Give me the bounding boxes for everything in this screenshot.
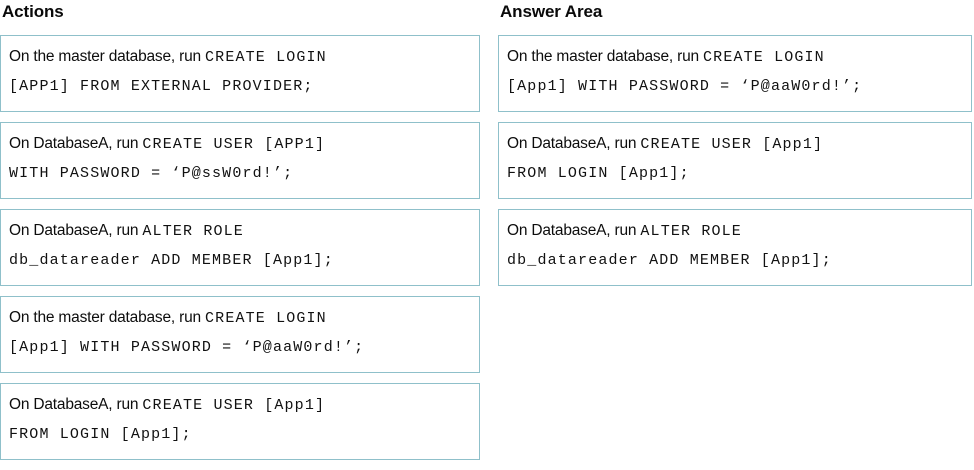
instruction-text: On the master database, run xyxy=(9,48,206,65)
drag-drop-question-page: Actions On the master database, run CREA… xyxy=(0,0,974,460)
sql-code-text: CREATE LOGIN xyxy=(703,49,825,66)
answer-card-alter-role-db-datareader[interactable]: On DatabaseA, run ALTER ROLE db_datareade… xyxy=(498,209,972,286)
sql-code-text: db_datareader ADD MEMBER [App1]; xyxy=(507,252,832,269)
card-line: [App1] WITH PASSWORD = ‘P@aaW0rd!’; xyxy=(507,74,965,103)
sql-code-text: WITH PASSWORD = ‘P@ssW0rd!’; xyxy=(9,165,294,182)
answer-card-create-user-from-login[interactable]: On DatabaseA, run CREATE USER [App1] FROM… xyxy=(498,122,972,199)
card-line: db_datareader ADD MEMBER [App1]; xyxy=(9,248,473,277)
sql-code-text: CREATE USER [App1] xyxy=(142,397,326,414)
sql-code-text: [App1] WITH PASSWORD = ‘P@aaW0rd!’; xyxy=(9,339,365,356)
card-line: On DatabaseA, run CREATE USER [App1] xyxy=(9,392,473,422)
sql-code-text: [App1] WITH PASSWORD = ‘P@aaW0rd!’; xyxy=(507,78,863,95)
answer-area-heading: Answer Area xyxy=(500,2,603,21)
actions-card-list: On the master database, run CREATE LOGIN… xyxy=(0,35,482,460)
card-line: db_datareader ADD MEMBER [App1]; xyxy=(507,248,965,277)
card-line: On DatabaseA, run CREATE USER [App1] xyxy=(507,131,965,161)
action-card-create-user-with-password[interactable]: On DatabaseA, run CREATE USER [APP1] WITH… xyxy=(0,122,480,199)
card-line: FROM LOGIN [App1]; xyxy=(507,161,965,190)
instruction-text: On DatabaseA, run xyxy=(9,222,143,239)
card-line: On DatabaseA, run ALTER ROLE xyxy=(9,218,473,248)
instruction-text: On DatabaseA, run xyxy=(9,135,143,152)
action-card-alter-role-db-datareader[interactable]: On DatabaseA, run ALTER ROLE db_datareade… xyxy=(0,209,480,286)
card-line: [APP1] FROM EXTERNAL PROVIDER; xyxy=(9,74,473,103)
sql-code-text: [APP1] FROM EXTERNAL PROVIDER; xyxy=(9,78,314,95)
instruction-text: On DatabaseA, run xyxy=(9,396,143,413)
sql-code-text: FROM LOGIN [App1]; xyxy=(9,426,192,443)
card-line: On the master database, run CREATE LOGIN xyxy=(9,305,473,335)
sql-code-text: CREATE LOGIN xyxy=(205,310,327,327)
sql-code-text: CREATE USER [App1] xyxy=(640,136,824,153)
card-line: WITH PASSWORD = ‘P@ssW0rd!’; xyxy=(9,161,473,190)
instruction-text: On DatabaseA, run xyxy=(507,135,641,152)
actions-column: Actions On the master database, run CREA… xyxy=(0,0,482,470)
sql-code-text: db_datareader ADD MEMBER [App1]; xyxy=(9,252,334,269)
answer-card-create-login-with-password[interactable]: On the master database, run CREATE LOGIN… xyxy=(498,35,972,112)
sql-code-text: ALTER ROLE xyxy=(142,223,244,240)
instruction-text: On the master database, run xyxy=(507,48,704,65)
action-card-create-user-from-login[interactable]: On DatabaseA, run CREATE USER [App1] FROM… xyxy=(0,383,480,460)
sql-code-text: FROM LOGIN [App1]; xyxy=(507,165,690,182)
action-card-create-login-with-password[interactable]: On the master database, run CREATE LOGIN… xyxy=(0,296,480,373)
answer-area-column: Answer Area On the master database, run … xyxy=(498,0,974,296)
card-line: On DatabaseA, run CREATE USER [APP1] xyxy=(9,131,473,161)
sql-code-text: CREATE USER [APP1] xyxy=(142,136,326,153)
sql-code-text: CREATE LOGIN xyxy=(205,49,327,66)
card-line: On DatabaseA, run ALTER ROLE xyxy=(507,218,965,248)
card-line: On the master database, run CREATE LOGIN xyxy=(507,44,965,74)
answer-area-card-list: On the master database, run CREATE LOGIN… xyxy=(498,35,974,286)
sql-code-text: ALTER ROLE xyxy=(640,223,742,240)
instruction-text: On the master database, run xyxy=(9,309,206,326)
card-line: [App1] WITH PASSWORD = ‘P@aaW0rd!’; xyxy=(9,335,473,364)
action-card-create-login-external-provider[interactable]: On the master database, run CREATE LOGIN… xyxy=(0,35,480,112)
actions-heading: Actions xyxy=(2,2,64,21)
card-line: FROM LOGIN [App1]; xyxy=(9,422,473,451)
instruction-text: On DatabaseA, run xyxy=(507,222,641,239)
card-line: On the master database, run CREATE LOGIN xyxy=(9,44,473,74)
